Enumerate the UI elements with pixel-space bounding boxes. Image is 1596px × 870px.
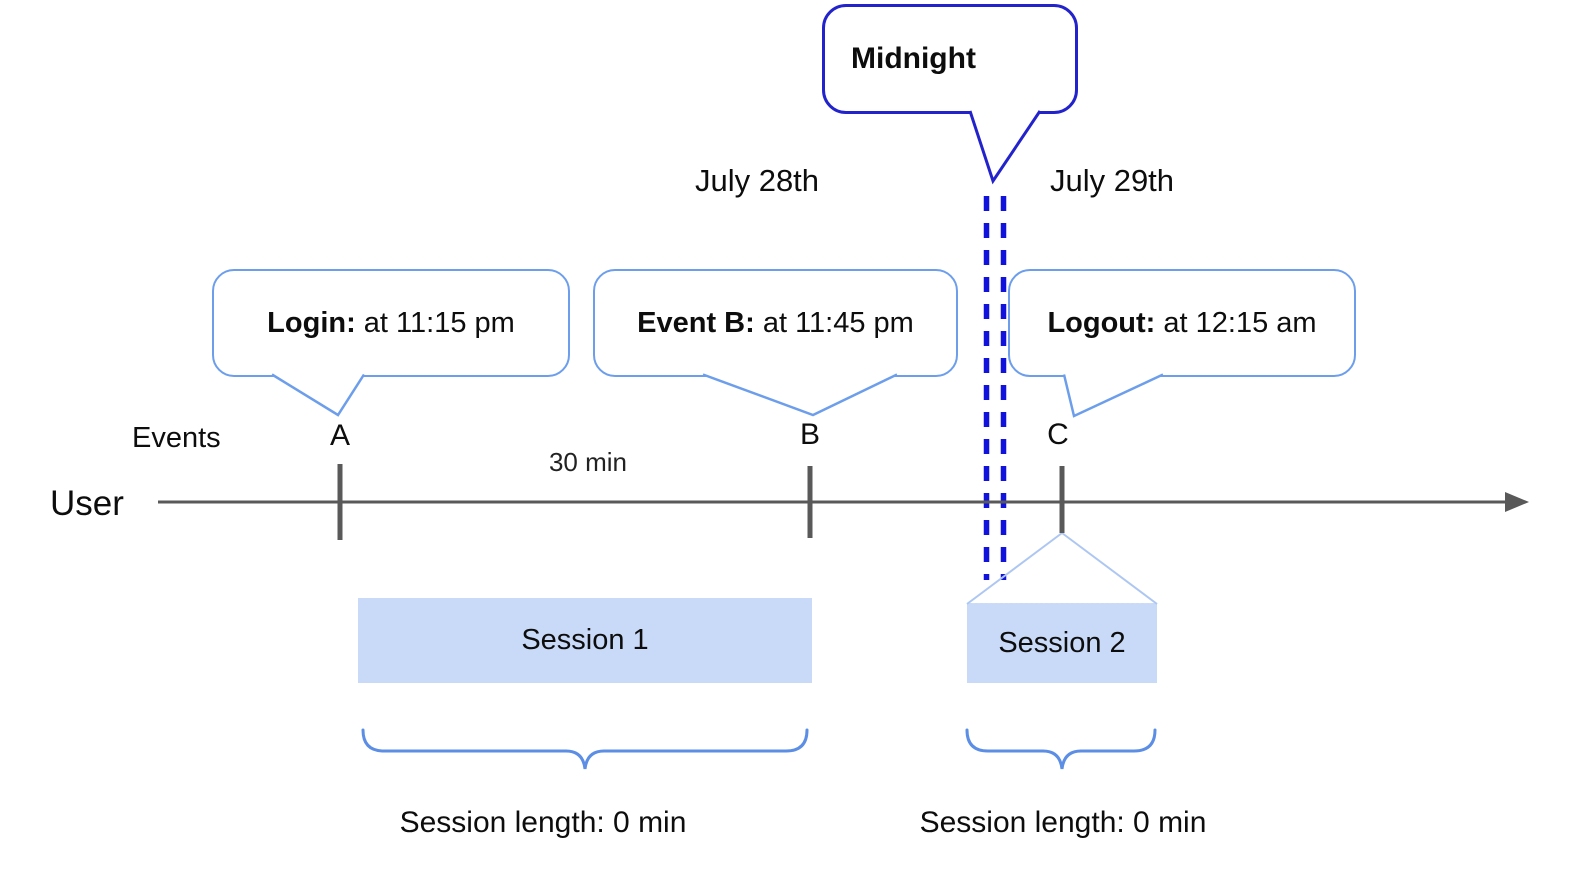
event-b-callout-value: at 11:45 pm bbox=[754, 306, 914, 339]
session-1-brace bbox=[361, 728, 809, 770]
midnight-callout: Midnight bbox=[822, 4, 1078, 114]
logout-callout-tail bbox=[1062, 373, 1164, 418]
session-2-funnel-left-line bbox=[966, 532, 1063, 605]
event-b-callout-label: Event B: bbox=[637, 306, 755, 339]
user-row-label: User bbox=[50, 484, 124, 523]
session-2-funnel-right-line bbox=[1061, 532, 1158, 605]
date-label-july-29th: July 29th bbox=[1049, 163, 1175, 198]
midnight-callout-tail bbox=[968, 110, 1042, 185]
event-a-label: A bbox=[329, 419, 351, 452]
timeline-arrowhead-icon bbox=[1505, 492, 1529, 512]
logout-callout-label: Logout: bbox=[1047, 306, 1156, 339]
session-1-box: Session 1 bbox=[358, 598, 812, 683]
login-callout-label: Login: bbox=[267, 306, 356, 339]
session-2-brace bbox=[965, 728, 1157, 770]
session-1-length-label: Session length: 0 min bbox=[399, 806, 687, 839]
event-b-callout-tail bbox=[702, 373, 898, 417]
midnight-callout-label: Midnight bbox=[851, 42, 976, 75]
date-label-july-28th: July 28th bbox=[694, 163, 820, 198]
events-row-label: Events bbox=[132, 422, 221, 454]
login-callout-value: at 11:15 pm bbox=[355, 306, 515, 339]
login-callout-tail bbox=[271, 373, 366, 417]
session-2-label: Session 2 bbox=[998, 627, 1126, 659]
session-2-length-label: Session length: 0 min bbox=[919, 806, 1207, 839]
logout-callout: Logout: at 12:15 am bbox=[1008, 269, 1356, 377]
logout-callout-value: at 12:15 am bbox=[1155, 306, 1317, 339]
event-b-label: B bbox=[799, 418, 821, 451]
interval-30min-label: 30 min bbox=[548, 447, 628, 477]
event-b-callout: Event B: at 11:45 pm bbox=[593, 269, 958, 377]
login-callout: Login: at 11:15 pm bbox=[212, 269, 570, 377]
session-1-label: Session 1 bbox=[521, 624, 649, 656]
session-2-box: Session 2 bbox=[967, 603, 1157, 683]
event-c-label: C bbox=[1047, 418, 1069, 451]
